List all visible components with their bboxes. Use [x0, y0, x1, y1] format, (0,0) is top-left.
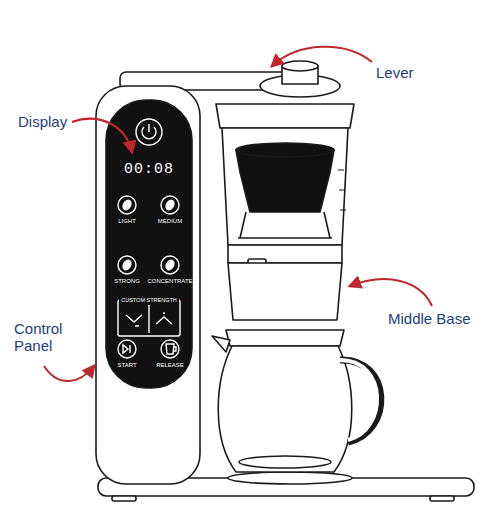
bean-icon [121, 199, 132, 211]
bean-icon [164, 199, 175, 211]
machine-outline [96, 61, 474, 501]
leader-arrow [272, 47, 372, 66]
cup-symbol [166, 344, 176, 354]
display-readout: 00:08 [124, 161, 174, 178]
bean-button [161, 196, 179, 214]
bean-button [118, 256, 136, 274]
carafe-body [218, 346, 352, 472]
foot [430, 496, 454, 501]
button-label: RELEASE [156, 362, 184, 369]
carafe-spout [212, 336, 230, 352]
bean-icon [164, 259, 175, 271]
foot [112, 496, 136, 501]
part-label: Middle Base [388, 310, 471, 327]
plus-chevron [156, 317, 172, 324]
strength-box [118, 300, 180, 336]
level-marks [338, 170, 346, 210]
group-label: CUSTOM STRENGTH [119, 297, 179, 303]
warming-plate [228, 472, 352, 484]
brew-chamber [222, 128, 348, 245]
release-button [161, 340, 179, 358]
middle-base-ring [228, 245, 342, 263]
bean-icon [121, 259, 132, 271]
part-label: Display [18, 113, 67, 130]
carafe-handle [340, 360, 381, 442]
basket-frame [238, 212, 332, 238]
leader-arrow [72, 119, 132, 152]
part-label: Lever [376, 64, 414, 81]
chamber-lid [216, 104, 354, 128]
button-label: MEDIUM [158, 218, 182, 225]
button-label: STRONG [114, 278, 140, 285]
power-symbol [142, 124, 156, 139]
bean-button [118, 196, 136, 214]
tower-housing [96, 86, 200, 484]
sign-marks [135, 312, 164, 326]
filter-basket [236, 150, 334, 212]
play-pause-symbol [123, 345, 130, 353]
button-label: START [117, 362, 136, 369]
button-label: CONCENTRATE [147, 278, 192, 285]
filter-rim [236, 143, 334, 157]
button-label: LIGHT [118, 218, 136, 225]
leader-arrow [44, 366, 94, 381]
carafe-handle-inner [340, 360, 377, 440]
power-button [136, 119, 162, 145]
leader-arrow [350, 279, 432, 306]
bean-button [161, 256, 179, 274]
carafe-bottom [239, 456, 331, 468]
start-button [118, 340, 136, 358]
part-label: Control Panel [14, 320, 84, 355]
minus-chevron [126, 315, 142, 322]
lid-knob-top [282, 61, 318, 71]
carafe-lid [226, 330, 344, 346]
strength-divider [148, 305, 149, 333]
control-panel-face [106, 100, 192, 388]
panel-icons [118, 119, 180, 358]
middle-base [228, 263, 342, 320]
leader-arrows [44, 47, 432, 381]
